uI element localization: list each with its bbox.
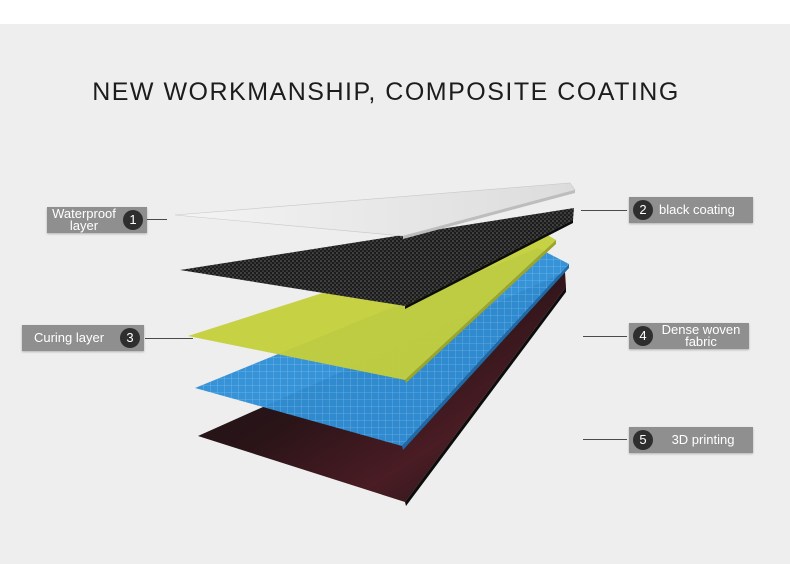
layer-black-coating	[180, 208, 574, 306]
leader-line-2	[581, 210, 627, 211]
label-text: black coating	[659, 202, 735, 217]
label-text: 3D printing	[671, 432, 735, 447]
number-badge: 4	[633, 326, 653, 346]
number-badge: 5	[633, 430, 653, 450]
number-badge: 1	[123, 210, 143, 230]
label-dense-woven-fabric: 4 Dense woven fabric	[629, 323, 749, 349]
leader-line-5	[583, 439, 627, 440]
label-text: Waterproof layer	[52, 206, 116, 233]
page-title: NEW WORKMANSHIP, COMPOSITE COATING	[92, 78, 680, 106]
label-text: Curing layer	[33, 330, 105, 345]
label-text: Dense woven fabric	[661, 322, 741, 349]
label-waterproof-layer: Waterproof layer 1	[47, 207, 147, 233]
label-curing-layer: Curing layer 3	[22, 325, 144, 351]
label-black-coating: 2 black coating	[629, 197, 753, 223]
label-3d-printing: 5 3D printing	[629, 427, 753, 453]
number-badge: 2	[633, 200, 653, 220]
leader-line-3	[145, 338, 193, 339]
leader-line-1	[147, 219, 167, 220]
leader-line-4	[583, 336, 627, 337]
number-badge: 3	[120, 328, 140, 348]
